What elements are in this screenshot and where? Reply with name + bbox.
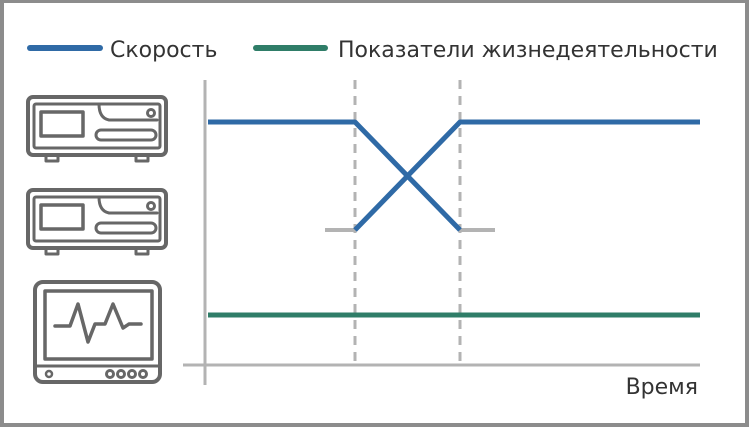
legend-vitals-label: Показатели жизнедеятельности	[338, 38, 718, 63]
x-axis-label: Время	[626, 375, 698, 400]
patient-monitor-icon	[33, 280, 162, 384]
device-unit-icon	[26, 95, 168, 163]
device-unit-icon	[26, 188, 168, 256]
speed-line-device-1	[208, 119, 462, 232]
legend-speed-label: Скорость	[110, 38, 217, 63]
speed-line-device-2	[353, 119, 700, 232]
